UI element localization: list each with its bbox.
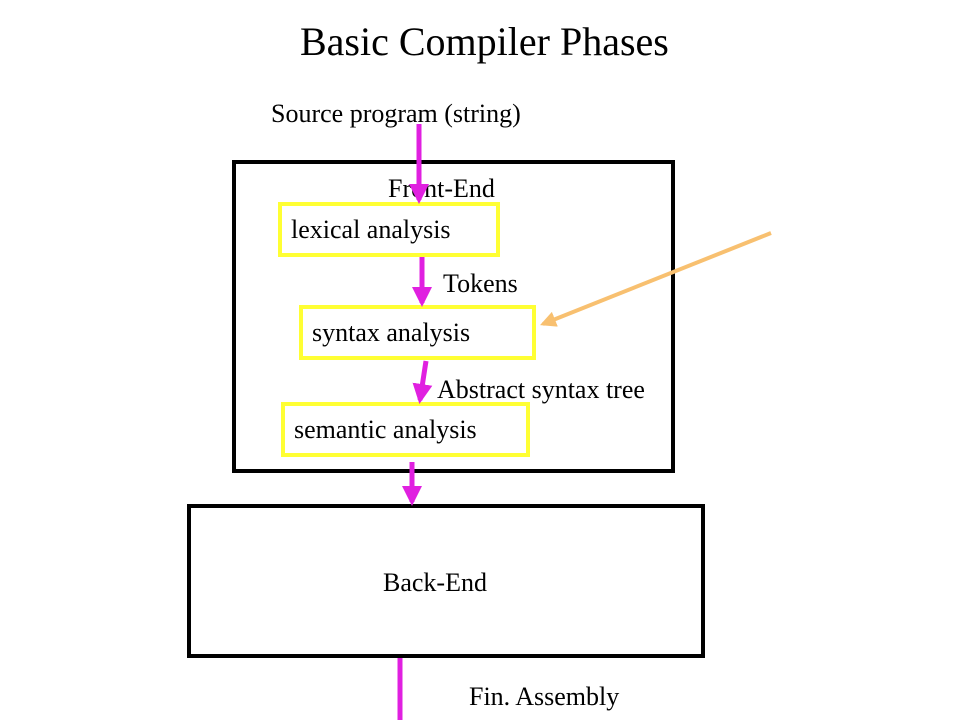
- back-end-label: Back-End: [383, 568, 487, 597]
- syntax-analysis-box: syntax analysis: [299, 305, 536, 360]
- syntax-analysis-label: syntax analysis: [312, 317, 471, 347]
- semantic-analysis-label: semantic analysis: [294, 414, 477, 444]
- abstract-syntax-tree-label: Abstract syntax tree: [437, 375, 645, 404]
- semantic-analysis-box: semantic analysis: [281, 402, 530, 457]
- tokens-label: Tokens: [443, 269, 518, 298]
- lexical-analysis-label: lexical analysis: [291, 214, 451, 244]
- diagram-title: Basic Compiler Phases: [300, 19, 669, 64]
- lexical-analysis-box: lexical analysis: [278, 202, 500, 257]
- fin-assembly-label: Fin. Assembly: [469, 682, 620, 711]
- front-end-label: Front-End: [388, 174, 495, 203]
- source-program-label: Source program (string): [271, 99, 521, 128]
- back-end-box: [187, 504, 705, 658]
